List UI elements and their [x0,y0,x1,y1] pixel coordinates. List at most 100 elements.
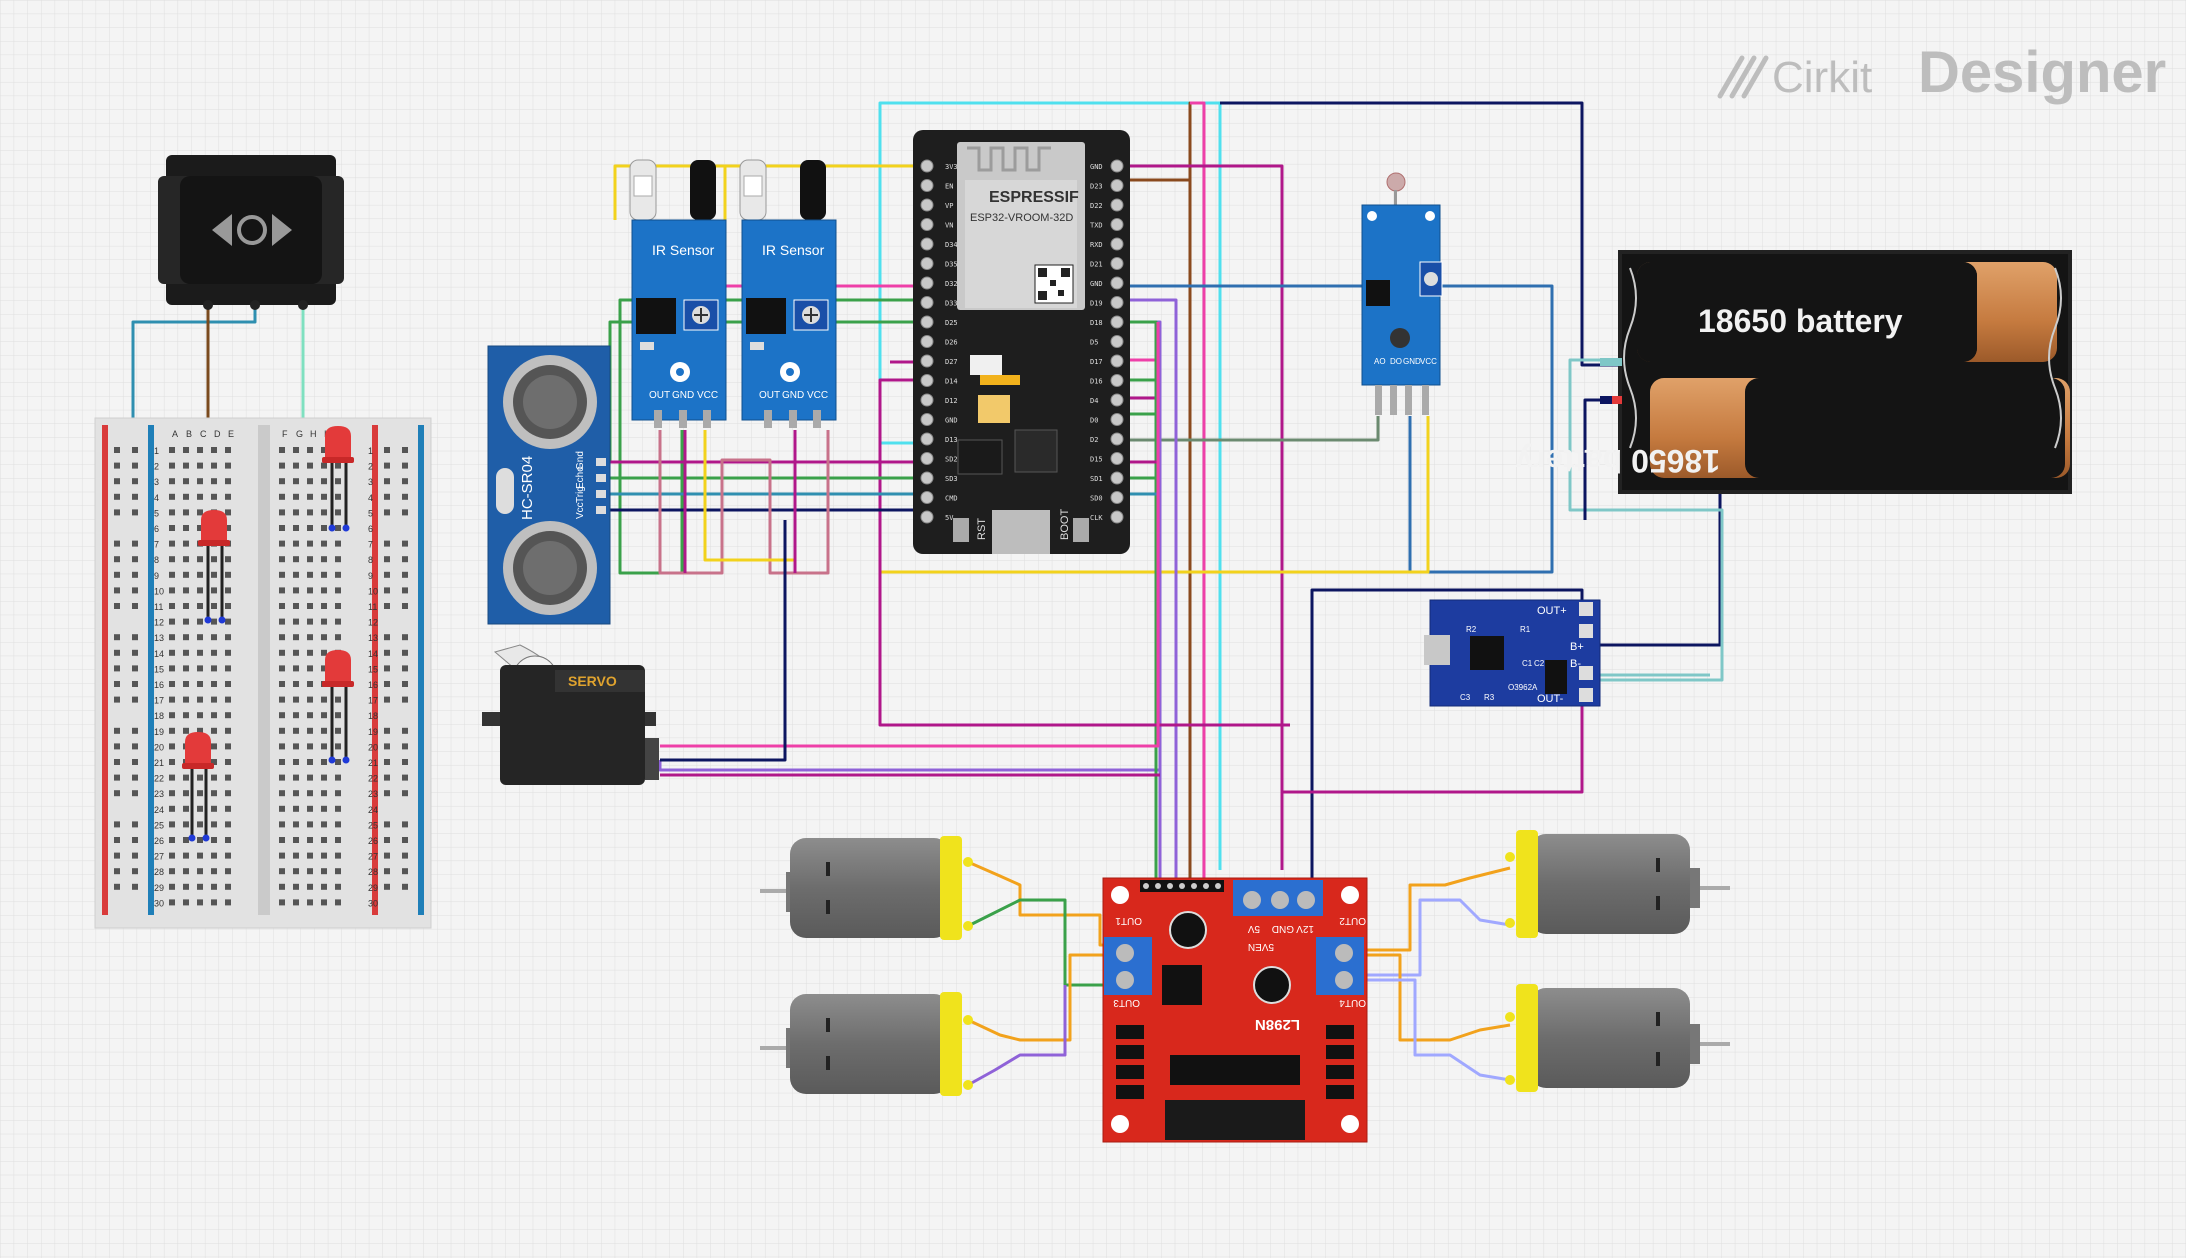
breadboard-hole[interactable] [225,525,231,531]
breadboard-hole[interactable] [321,696,327,703]
rail-hole[interactable] [132,634,138,641]
breadboard-hole[interactable] [279,525,285,531]
breadboard-hole[interactable] [225,649,231,656]
breadboard-hole[interactable] [307,649,313,656]
breadboard-hole[interactable] [169,790,175,797]
esp32-pin-left[interactable] [920,179,934,192]
dc-motor-4[interactable] [1505,984,1730,1092]
rail-hole[interactable] [132,478,138,485]
breadboard-hole[interactable] [197,712,203,719]
breadboard-hole[interactable] [211,618,217,625]
breadboard-hole[interactable] [293,805,299,812]
breadboard-hole[interactable] [307,447,313,453]
breadboard-hole[interactable] [169,696,175,703]
rail-hole[interactable] [114,883,120,890]
breadboard-hole[interactable] [197,883,203,890]
breadboard-hole[interactable] [183,634,189,641]
breadboard-hole[interactable] [293,447,299,453]
breadboard-hole[interactable] [335,634,341,641]
wire-charger-out-pos[interactable] [1280,632,1584,870]
esp32-pin-right[interactable] [1110,471,1124,485]
breadboard-hole[interactable] [169,868,175,875]
rail-hole[interactable] [114,587,120,594]
breadboard-hole[interactable] [225,727,231,734]
breadboard-hole[interactable] [307,837,313,843]
breadboard-hole[interactable] [293,837,299,843]
rail-hole[interactable] [132,821,138,828]
breadboard-hole[interactable] [279,665,285,672]
breadboard-hole[interactable] [225,556,231,563]
breadboard-hole[interactable] [225,743,231,750]
breadboard-hole[interactable] [321,509,327,516]
breadboard-hole[interactable] [225,805,231,812]
breadboard-hole[interactable] [169,525,175,531]
breadboard-hole[interactable] [211,665,217,672]
breadboard-hole[interactable] [225,696,231,703]
esp32-pin-right[interactable] [1110,257,1124,270]
breadboard-hole[interactable] [293,478,299,485]
esp32-pin-right[interactable] [1110,296,1124,309]
breadboard-hole[interactable] [335,883,341,890]
rail-hole[interactable] [384,478,390,485]
breadboard-hole[interactable] [169,759,175,765]
breadboard-hole[interactable] [321,852,327,859]
breadboard-hole[interactable] [169,603,175,609]
breadboard-hole[interactable] [307,462,313,469]
rail-hole[interactable] [132,540,138,547]
breadboard-hole[interactable] [225,712,231,719]
breadboard-hole[interactable] [335,540,341,547]
breadboard-hole[interactable] [279,712,285,719]
breadboard-hole[interactable] [225,634,231,641]
breadboard-hole[interactable] [335,868,341,875]
esp32-pin-right[interactable] [1110,315,1124,329]
rail-hole[interactable] [114,696,120,703]
breadboard-hole[interactable] [169,634,175,641]
rail-hole[interactable] [132,587,138,594]
breadboard-hole[interactable] [211,462,217,469]
breadboard-hole[interactable] [321,821,327,828]
breadboard-hole[interactable] [307,727,313,734]
rail-hole[interactable] [402,556,408,563]
breadboard-hole[interactable] [321,774,327,781]
rail-hole[interactable] [384,790,390,797]
breadboard-hole[interactable] [279,852,285,859]
breadboard-hole[interactable] [183,821,189,828]
esp32-pin-left[interactable] [920,354,934,368]
esp32-pin-left[interactable] [920,471,934,485]
rail-hole[interactable] [402,509,408,516]
breadboard-hole[interactable] [211,852,217,859]
breadboard-hole[interactable] [307,571,313,578]
breadboard-hole[interactable] [335,899,341,906]
rail-hole[interactable] [132,837,138,843]
esp32-pin-left[interactable] [920,315,934,329]
breadboard-hole[interactable] [321,447,327,453]
breadboard-hole[interactable] [211,868,217,875]
breadboard-hole[interactable] [183,649,189,656]
breadboard-hole[interactable] [293,899,299,906]
esp32-pin-right[interactable] [1110,218,1124,231]
breadboard-hole[interactable] [307,805,313,812]
breadboard-hole[interactable] [211,821,217,828]
breadboard-hole[interactable] [293,696,299,703]
breadboard-hole[interactable] [307,634,313,641]
breadboard-hole[interactable] [335,852,341,859]
breadboard-hole[interactable] [279,587,285,594]
breadboard-hole[interactable] [279,883,285,890]
breadboard-hole[interactable] [293,603,299,609]
breadboard-hole[interactable] [279,649,285,656]
breadboard-hole[interactable] [307,899,313,906]
wire-purple-in1[interactable] [1125,298,1178,890]
rail-hole[interactable] [114,759,120,765]
breadboard-hole[interactable] [335,805,341,812]
rail-hole[interactable] [114,447,120,453]
breadboard-hole[interactable] [335,790,341,797]
breadboard-hole[interactable] [183,790,189,797]
breadboard-hole[interactable] [169,618,175,625]
breadboard-hole[interactable] [197,837,203,843]
breadboard-hole[interactable] [211,634,217,641]
rail-hole[interactable] [384,540,390,547]
breadboard-hole[interactable] [225,883,231,890]
breadboard-hole[interactable] [211,587,217,594]
breadboard-hole[interactable] [183,696,189,703]
rail-hole[interactable] [114,540,120,547]
